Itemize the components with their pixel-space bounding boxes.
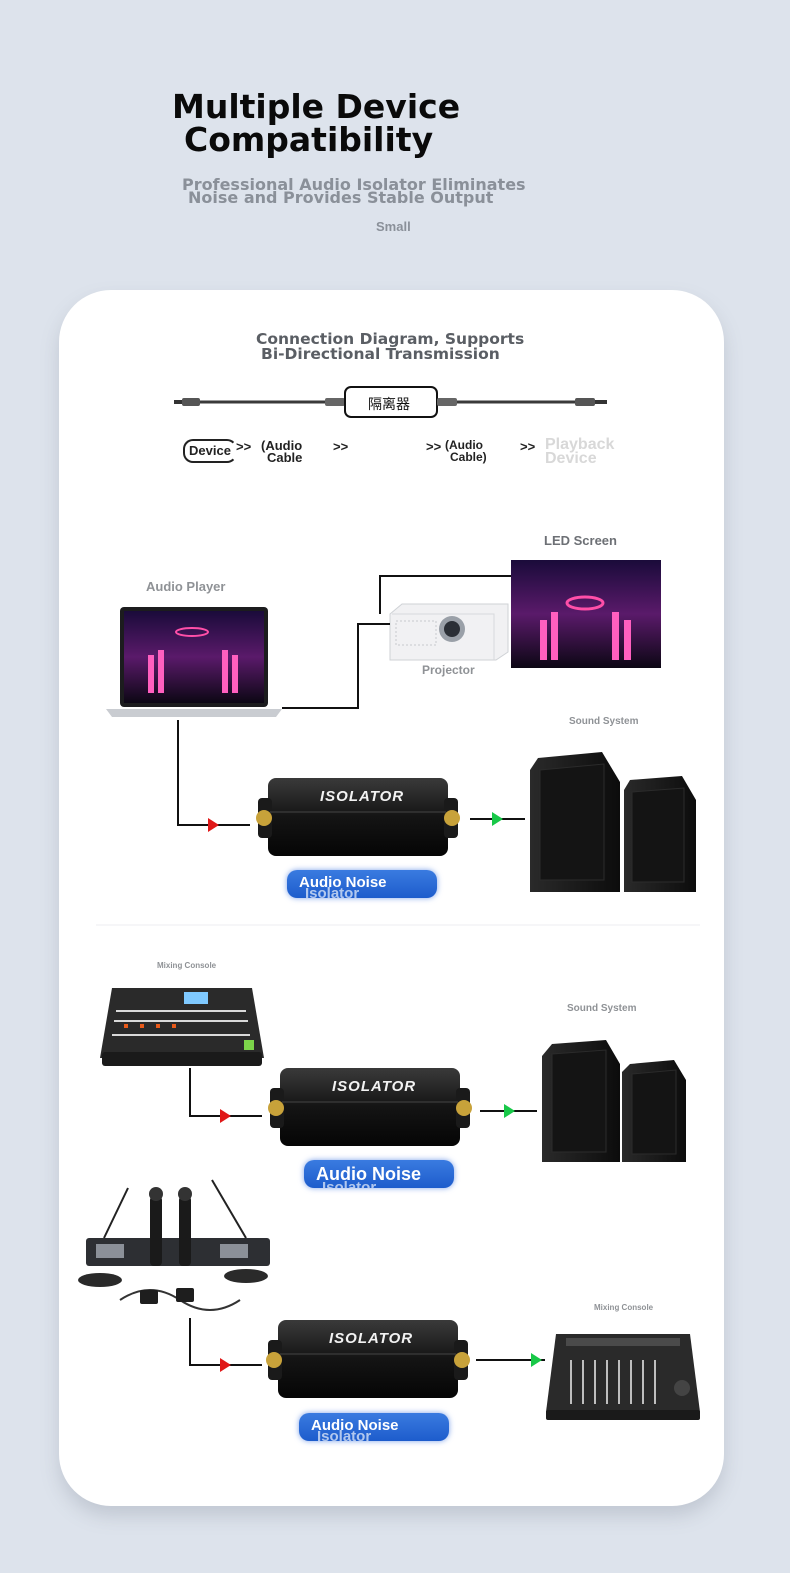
flow-playback-b: Device (545, 450, 597, 467)
isolator-box-label-3: ISOLATOR (329, 1330, 414, 1347)
page-title: Multiple Device Compatibility (172, 90, 612, 156)
badge-1-line2: Isolator (305, 885, 360, 898)
badge-2-line1: Audio Noise (316, 1164, 422, 1184)
isolator-cn-label: 隔离器 (368, 397, 410, 413)
small-caption: Small (376, 219, 411, 234)
sound-system-label-2: Sound System (567, 1003, 637, 1014)
flow-device: Device (183, 439, 237, 463)
audio-player-label: Audio Player (146, 579, 226, 594)
badge-1-line1: Audio Noise (299, 874, 387, 891)
flow-arrow-2: >> (333, 439, 349, 454)
badge-2-line2: Isolator (322, 1179, 377, 1188)
flow-playback: Playback Device (545, 436, 615, 467)
flow-audio-cable-2: (Audio Cable) (445, 439, 487, 463)
flow-audio-cable-2b: Cable) (450, 450, 487, 464)
sound-system-label-1: Sound System (569, 716, 639, 727)
flow-audio-cable-1: (Audio Cable (261, 438, 303, 465)
flow-arrow-1: >> (236, 439, 252, 454)
isolator-box-label-2: ISOLATOR (332, 1078, 417, 1095)
audio-noise-isolator-badge-1: Audio Noise Isolator (287, 870, 437, 898)
mixing-console-label-1: Mixing Console (157, 961, 217, 970)
flow-playback-a: Playback (545, 436, 615, 453)
isolator-box-label-1: ISOLATOR (320, 788, 405, 805)
flow-audio-cable-2a: (Audio (445, 438, 483, 452)
title-line-2: Compatibility (184, 120, 434, 159)
badge-3-line1: Audio Noise (311, 1417, 399, 1434)
subtitle-line-1: Professional Audio Isolator Eliminates (182, 175, 526, 194)
connection-diagram-title: Connection Diagram, Supports Bi-Directio… (256, 330, 525, 363)
flow-audio-cable-1b: Cable (267, 450, 303, 465)
flow-audio-cable-1a: (Audio (261, 438, 303, 453)
audio-noise-isolator-badge-2: Audio Noise Isolator (304, 1160, 454, 1188)
flow-arrow-4: >> (520, 439, 536, 454)
mixing-console-label-2: Mixing Console (594, 1303, 654, 1312)
led-screen-label: LED Screen (544, 533, 617, 548)
title-line-1: Multiple Device (172, 87, 461, 126)
projector-label: Projector (422, 663, 475, 677)
audio-noise-isolator-badge-3: Audio Noise Isolator (299, 1413, 449, 1441)
connection-title-line-1: Connection Diagram, Supports (256, 330, 525, 348)
page-subtitle: Professional Audio Isolator Eliminates N… (182, 175, 602, 207)
subtitle-line-2: Noise and Provides Stable Output (188, 188, 494, 207)
badge-3-line2: Isolator (317, 1428, 372, 1441)
connection-title-line-2: Bi-Directional Transmission (261, 345, 500, 363)
flow-arrow-3: >> (426, 439, 442, 454)
diagram-card (59, 290, 724, 1506)
